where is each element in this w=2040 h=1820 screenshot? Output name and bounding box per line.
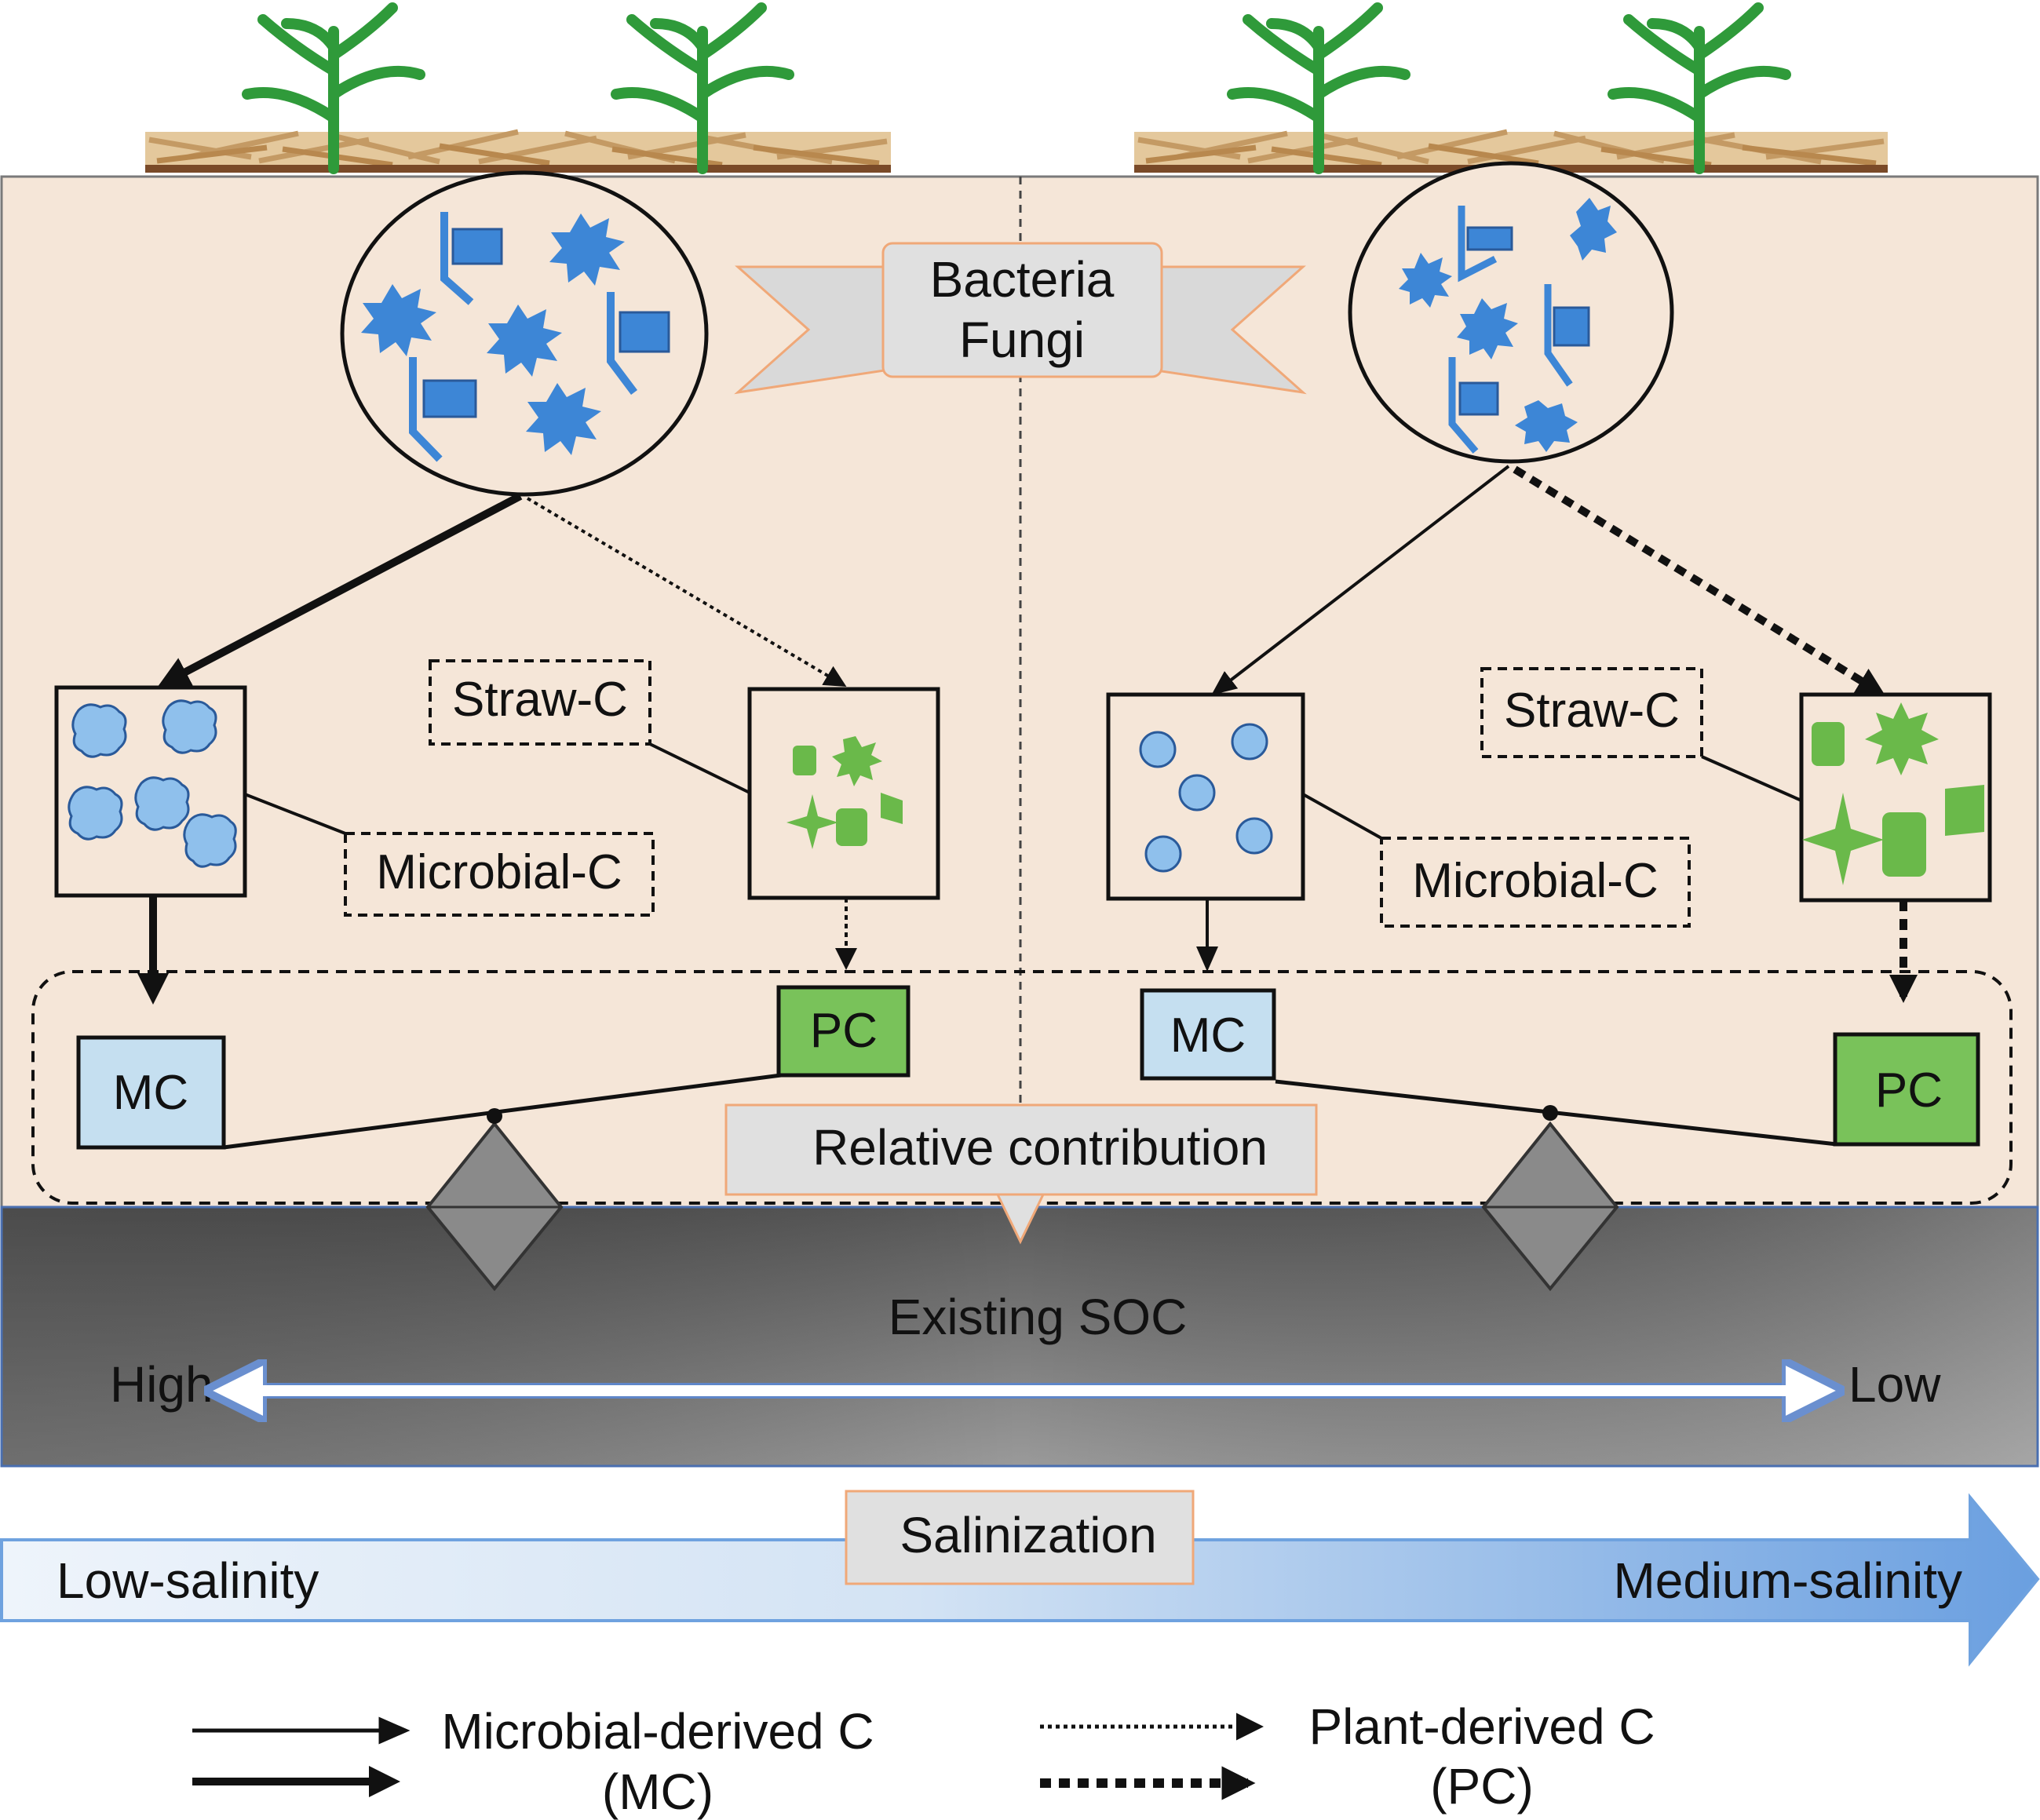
- straw-c-label-left: Straw-C: [452, 673, 628, 727]
- soc-low-label: Low: [1848, 1356, 1941, 1413]
- microbial-residue-icon: [134, 776, 190, 831]
- plant-residue-icon: [793, 746, 816, 775]
- pc-label-left: PC: [810, 1004, 878, 1058]
- fungi-icon: [1544, 284, 1590, 387]
- microbial-c-box-right: [1106, 692, 1305, 901]
- bacteria-icon: [526, 383, 601, 455]
- connector-line: [1302, 793, 1382, 840]
- plant-residue-icon: [881, 793, 903, 824]
- thick-dotted-arrow: [1513, 465, 1885, 696]
- straw-mulch-left: [145, 129, 891, 168]
- straw-mulch-right: [1134, 129, 1888, 168]
- legend-microbial-line1: Microbial-derived C: [441, 1703, 874, 1760]
- microbial-residue-icon: [1231, 723, 1268, 760]
- connector-line: [1701, 755, 1802, 802]
- straw-c-label-right: Straw-C: [1504, 684, 1680, 738]
- plant-residue-icon: [1802, 793, 1884, 885]
- corn-plant-icon: [1608, 2, 1791, 174]
- microbial-residue-icon: [1235, 817, 1273, 855]
- bacteria-icon: [1570, 198, 1617, 261]
- bacteria-icon: [487, 305, 562, 377]
- soil-surface-line: [145, 165, 891, 173]
- corn-plant-icon: [242, 2, 425, 174]
- corn-plant-icon: [611, 2, 794, 174]
- microbial-residue-icon: [1144, 835, 1182, 873]
- plant-residue-icon: [832, 736, 882, 786]
- microbial-residue-icon: [71, 703, 127, 758]
- low-salinity-label: Low-salinity: [57, 1552, 319, 1609]
- bacteria-icon: [1399, 253, 1452, 308]
- legend-plant-line2: (PC): [1430, 1758, 1534, 1815]
- banner-line-2: Fungi: [959, 312, 1085, 368]
- connector-line: [244, 793, 346, 835]
- existing-soc-title: Existing SOC: [889, 1289, 1188, 1345]
- microbe-community-low-salinity: [340, 170, 709, 497]
- plant-residue-icon: [1882, 812, 1926, 877]
- soc-high-label: High: [110, 1356, 213, 1413]
- bacteria-fungi-banner: Bacteria Fungi: [734, 242, 1307, 395]
- straw-c-label-box-left: [429, 659, 651, 746]
- pc-box-right: [1833, 1032, 1980, 1147]
- mc-box-left: [76, 1035, 226, 1150]
- plant-residue-icon: [1865, 702, 1939, 775]
- thin-solid-arrow: [1211, 465, 1510, 695]
- salinization-title: Salinization: [900, 1507, 1156, 1563]
- medium-salinity-label: Medium-salinity: [1613, 1552, 1962, 1609]
- legend-plant-line1: Plant-derived C: [1308, 1698, 1655, 1755]
- bacteria-icon: [1457, 298, 1518, 359]
- bacteria-icon: [1515, 400, 1578, 452]
- microbial-residue-icon: [68, 786, 123, 841]
- mc-label-right: MC: [1170, 1008, 1246, 1063]
- bacteria-icon: [361, 284, 436, 356]
- microbial-c-label-box-left: [344, 832, 655, 917]
- fungi-icon: [440, 212, 503, 305]
- fungi-icon: [409, 357, 477, 462]
- legend: Microbial-derived C (MC) Plant-derived C…: [192, 1698, 1655, 1820]
- straw-c-label-box-right: [1480, 667, 1703, 758]
- plant-residue-icon: [1812, 722, 1845, 766]
- mc-label-left: MC: [113, 1066, 188, 1120]
- microbial-c-label-left: Microbial-C: [376, 845, 622, 899]
- microbial-c-label-box-right: [1380, 837, 1691, 928]
- contribution-region: [31, 970, 2013, 1205]
- banner-line-1: Bacteria: [930, 251, 1115, 308]
- pc-label-right: PC: [1875, 1063, 1943, 1118]
- plant-residue-icon: [786, 794, 838, 849]
- relative-contribution-label: Relative contribution: [812, 1119, 1268, 1176]
- balance-scale-right: [1275, 1079, 1837, 1292]
- microbial-residue-icon: [1139, 731, 1177, 768]
- legend-microbial-line2: (MC): [602, 1763, 713, 1820]
- corn-plant-icon: [1227, 2, 1410, 174]
- plant-c-box-right: [1799, 692, 1992, 903]
- fungi-icon: [607, 292, 670, 395]
- mc-box-right: [1140, 988, 1276, 1081]
- connector-line: [649, 742, 750, 794]
- microbe-community-medium-salinity: [1348, 161, 1674, 464]
- thin-dotted-arrow: [526, 497, 847, 688]
- microbial-residue-icon: [162, 699, 217, 754]
- plant-residue-icon: [836, 808, 867, 846]
- fungi-icon: [1458, 206, 1513, 283]
- plant-residue-icon: [1945, 785, 1984, 836]
- crop-layer: [145, 2, 1888, 174]
- balance-scale-left: [223, 1073, 782, 1292]
- microbial-residue-icon: [183, 813, 237, 868]
- bacteria-icon: [549, 213, 625, 286]
- existing-soc-band: [0, 1205, 2039, 1468]
- relative-contribution-callout: Relative contribution: [724, 1103, 1318, 1245]
- microbial-residue-icon: [1178, 774, 1216, 812]
- salinization-arrow: Salinization Low-salinity Medium-salinit…: [0, 1490, 2040, 1667]
- microbial-c-label-right: Microbial-C: [1412, 854, 1658, 908]
- microbial-c-box-left: [54, 685, 247, 898]
- pc-box-left: [776, 985, 911, 1078]
- thick-solid-arrow: [158, 492, 523, 687]
- plant-c-box-left: [747, 687, 940, 900]
- fungi-icon: [1448, 357, 1499, 454]
